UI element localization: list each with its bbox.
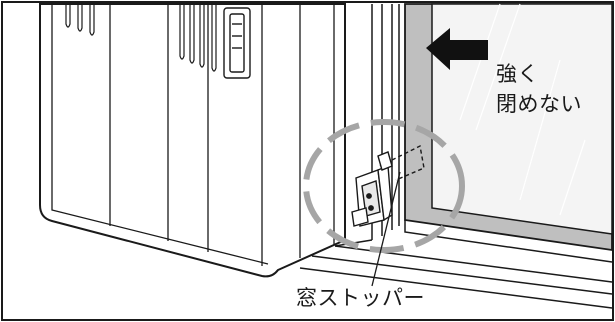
window-sash: [404, 3, 613, 252]
window-glass: [431, 3, 613, 235]
air-conditioner-unit: [39, 3, 346, 278]
louvers-left: [65, 4, 95, 36]
warning-caption-line-1: 強く: [496, 62, 539, 86]
window-stopper: [351, 144, 425, 227]
push-direction-arrow: [426, 28, 488, 70]
handle-recess: [223, 7, 251, 79]
louvers-right: [179, 4, 217, 72]
callout-leader-line: [371, 171, 401, 287]
callout-circle: [303, 119, 465, 253]
window-stopper-label: 窓ストッパー: [296, 286, 425, 310]
glass-reflections: [459, 3, 586, 216]
warning-caption-line-2: 閉めない: [496, 92, 582, 116]
